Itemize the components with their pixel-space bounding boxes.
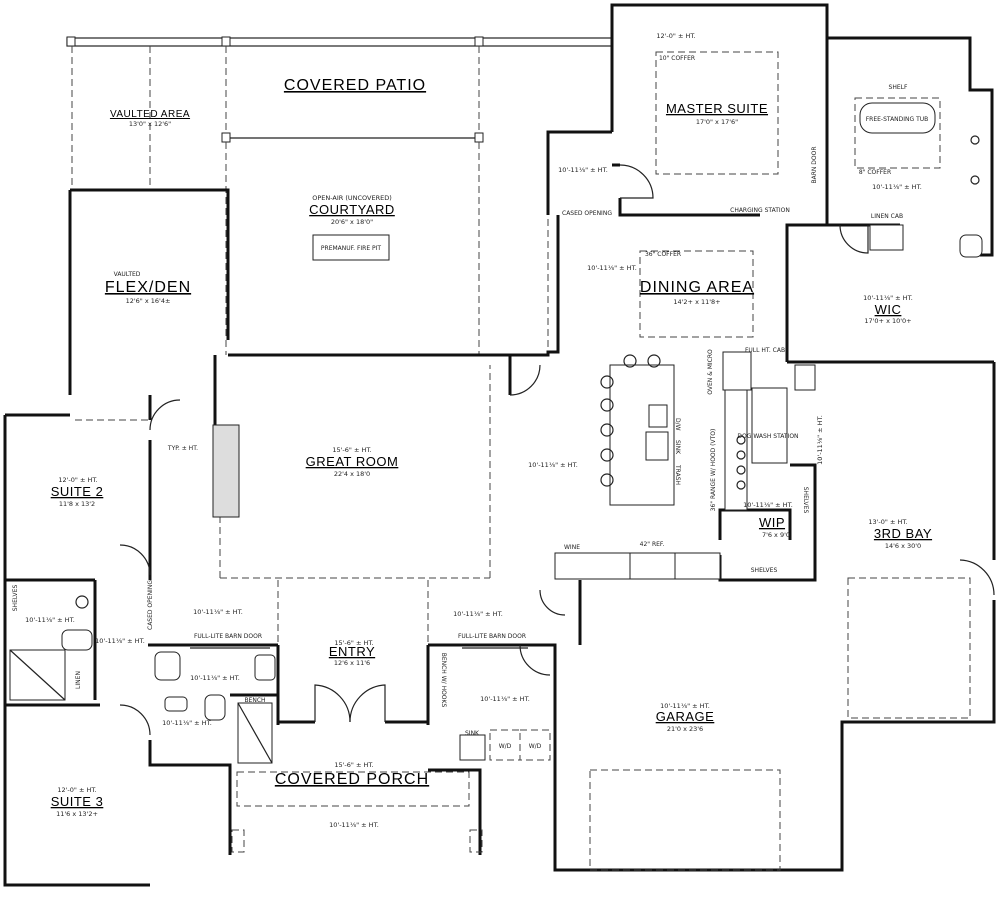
entry-barn-door: FULL-LITE BARN DOOR	[194, 633, 262, 640]
bath2-height-a: 10'-11⅛" ± HT.	[25, 616, 75, 624]
suite2-size: 11'8 x 13'2	[59, 500, 95, 508]
suite3-size: 11'6 x 13'2+	[56, 810, 98, 818]
wic-height: 10'-11⅛" ± HT.	[863, 294, 913, 302]
mud-wd2: W/D	[529, 743, 542, 750]
tub-label: FREE-STANDING TUB	[866, 116, 929, 123]
jack-bath-height: 10'-11⅛" ± HT.	[162, 719, 212, 727]
dw-label: D/W	[674, 418, 681, 431]
master-suite-height: 12'-0" ± HT.	[656, 32, 695, 40]
wine-label: WINE	[564, 544, 580, 551]
courtyard-size: 20'6" x 18'0"	[331, 218, 373, 226]
fire-pit-label: PREMANUF. FIRE PIT	[321, 245, 382, 252]
courtyard-note: OPEN-AIR (UNCOVERED)	[312, 194, 392, 202]
mud-height: 10'-11⅛" ± HT.	[480, 695, 530, 703]
wip-height: 10'-11⅛" ± HT.	[743, 501, 793, 509]
master-suite-size: 17'0" x 17'6"	[696, 118, 738, 126]
dashed-features	[75, 51, 971, 871]
suite3-name: SUITE 3	[51, 794, 104, 809]
flex-den-size: 12'6" x 16'4±	[126, 297, 171, 305]
wip-shelves-side: SHELVES	[802, 487, 809, 514]
dining-size: 14'2+ x 11'8+	[673, 298, 720, 306]
charging-station-label: CHARGING STATION	[730, 207, 790, 214]
entry-size: 12'6 x 11'6	[334, 659, 370, 667]
powder-height: 10'-11⅛" ± HT.	[190, 674, 240, 682]
dining-coffer: 36" COFFER	[645, 251, 681, 258]
covered-patio-name: COVERED PATIO	[284, 77, 426, 94]
barn-door-label: BARN DOOR	[811, 146, 818, 183]
walls	[3, 3, 996, 887]
suite2-typ: TYP. ± HT.	[167, 445, 198, 452]
room-labels: COVERED PATIO VAULTED AREA 13'0" x 12'6"…	[12, 32, 932, 829]
kitchen-height: 10'-11⅛" ± HT.	[528, 461, 578, 469]
ref-label: 42" REF.	[640, 541, 665, 548]
oven-label: OVEN & MICRO	[707, 349, 714, 395]
third-bay-height: 13'-0" ± HT.	[868, 518, 907, 526]
dining-height: 10'-11⅛" ± HT.	[587, 264, 637, 272]
wip-size: 7'6 x 9'0	[762, 531, 790, 539]
bath2-shelves: SHELVES	[12, 585, 19, 612]
doors	[119, 164, 995, 736]
fireplace	[212, 424, 240, 518]
third-bay-side-height: 10'-11⅛" ± HT.	[816, 415, 824, 465]
third-bay-size: 14'6 x 30'0	[885, 542, 921, 550]
mud-bench: BENCH W/ HOOKS	[440, 653, 447, 708]
bath2-cased: CASED OPENING	[147, 580, 154, 630]
garage-name: GARAGE	[656, 709, 715, 724]
master-suite-name: MASTER SUITE	[666, 101, 768, 116]
flex-den-name: FLEX/DEN	[105, 279, 191, 296]
jack-bath-bench: BENCH	[244, 697, 265, 704]
great-room-height: 15'-6" ± HT.	[332, 446, 371, 454]
flex-den-note: VAULTED	[114, 271, 141, 278]
porch-height: 15'-6" ± HT.	[334, 761, 373, 769]
suite2-name: SUITE 2	[51, 484, 104, 499]
mud-wd1: W/D	[499, 743, 512, 750]
courtyard-name: COURTYARD	[309, 202, 395, 217]
garage-height: 10'-11⅛" ± HT.	[660, 702, 710, 710]
vaulted-area-name: VAULTED AREA	[110, 109, 190, 120]
fixtures	[9, 102, 983, 764]
porch-name: COVERED PORCH	[275, 771, 429, 788]
bath-shelf-label: SHELF	[889, 84, 908, 91]
cased-opening-label: CASED OPENING	[562, 210, 612, 217]
bath-coffer: 8" COFFER	[859, 169, 891, 176]
trash-label: TRASH	[674, 464, 681, 485]
range-label: 36" RANGE W/ HOOD (VTO)	[710, 429, 717, 512]
fire-pit	[312, 234, 390, 261]
suite2-height: 12'-0" ± HT.	[58, 476, 97, 484]
bath2-linen: LINEN	[75, 671, 82, 689]
wip-name: WIP	[759, 515, 785, 530]
great-room-name: GREAT ROOM	[306, 454, 399, 469]
great-room-size: 22'4 x 18'0	[334, 470, 370, 478]
entry-height: 15'-6" ± HT.	[334, 639, 373, 647]
third-bay-name: 3RD BAY	[874, 526, 932, 541]
sink-label: SINK	[674, 440, 681, 455]
bath2-height-b: 10'-11⅛" ± HT.	[95, 637, 145, 645]
hall-height: 10'-11⅛" ± HT.	[558, 166, 608, 174]
master-suite-coffer: 10" COFFER	[659, 55, 695, 62]
gallery-height-right: 10'-11⅛" ± HT.	[453, 610, 503, 618]
dining-name: DINING AREA	[640, 279, 754, 296]
entry-name: ENTRY	[329, 644, 375, 659]
wip-shelves: SHELVES	[751, 567, 778, 574]
vaulted-area-size: 13'0" x 12'6"	[129, 120, 171, 128]
gallery-height-left: 10'-11⅛" ± HT.	[193, 608, 243, 616]
suite3-height: 12'-0" ± HT.	[57, 786, 96, 794]
bath-height: 10'-11⅛" ± HT.	[872, 183, 922, 191]
full-ht-cab-label: FULL HT. CAB	[745, 347, 785, 354]
linen-cab-label: LINEN CAB	[871, 213, 903, 220]
mud-sink: SINK	[465, 730, 480, 737]
wic-name: WIC	[875, 302, 902, 317]
dog-wash-label: DOG WASH STATION	[737, 433, 798, 440]
mud-barn-door: FULL-LITE BARN DOOR	[458, 633, 526, 640]
garage-size: 21'0 x 23'6	[667, 725, 703, 733]
porch-below-height: 10'-11⅛" ± HT.	[329, 821, 379, 829]
wic-size: 17'0+ x 10'0+	[864, 317, 911, 325]
